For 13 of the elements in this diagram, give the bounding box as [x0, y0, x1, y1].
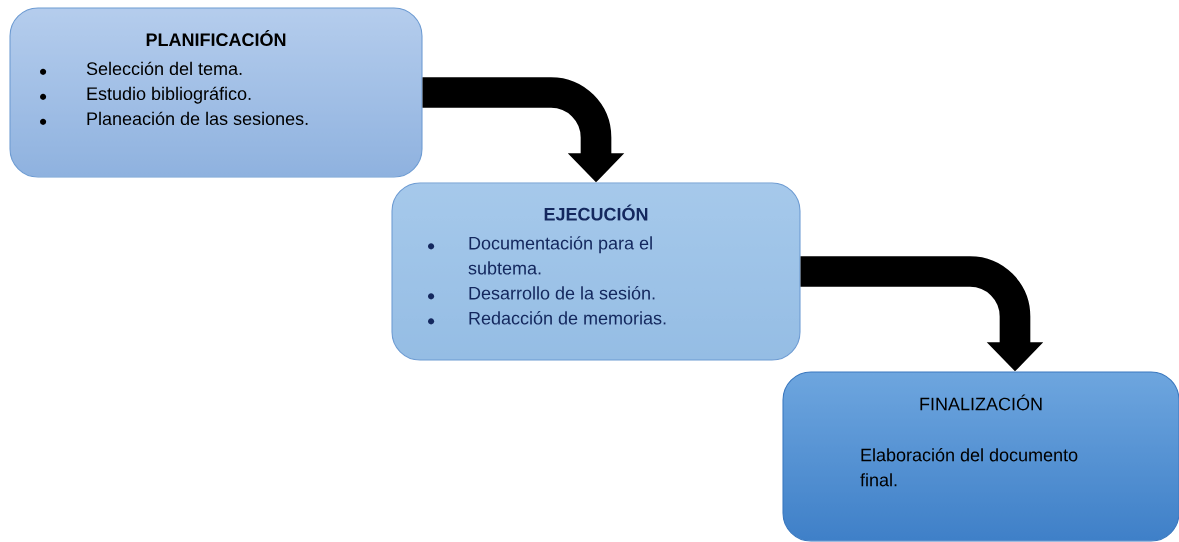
heading: FINALIZACIÓN — [920, 394, 1042, 411]
list-item: Desarrollo de la sesión. — [469, 286, 655, 300]
process-box — [9, 7, 423, 178]
heading: PLANIFICACIÓN — [146, 29, 286, 47]
process-box — [391, 182, 801, 361]
list-item: Selección del tema. — [86, 61, 242, 76]
body-text: Elaboración del documento final. — [860, 447, 1078, 487]
list-item: Estudio bibliográfico. — [87, 86, 251, 104]
process-box — [782, 371, 1179, 542]
list-item: Redacción de memorias. — [469, 311, 666, 325]
heading: EJECUCIÓN — [544, 204, 648, 221]
list-item: Documentación para el subtema. — [468, 236, 652, 275]
list-item: Planeación de las sesiones. — [87, 111, 308, 126]
